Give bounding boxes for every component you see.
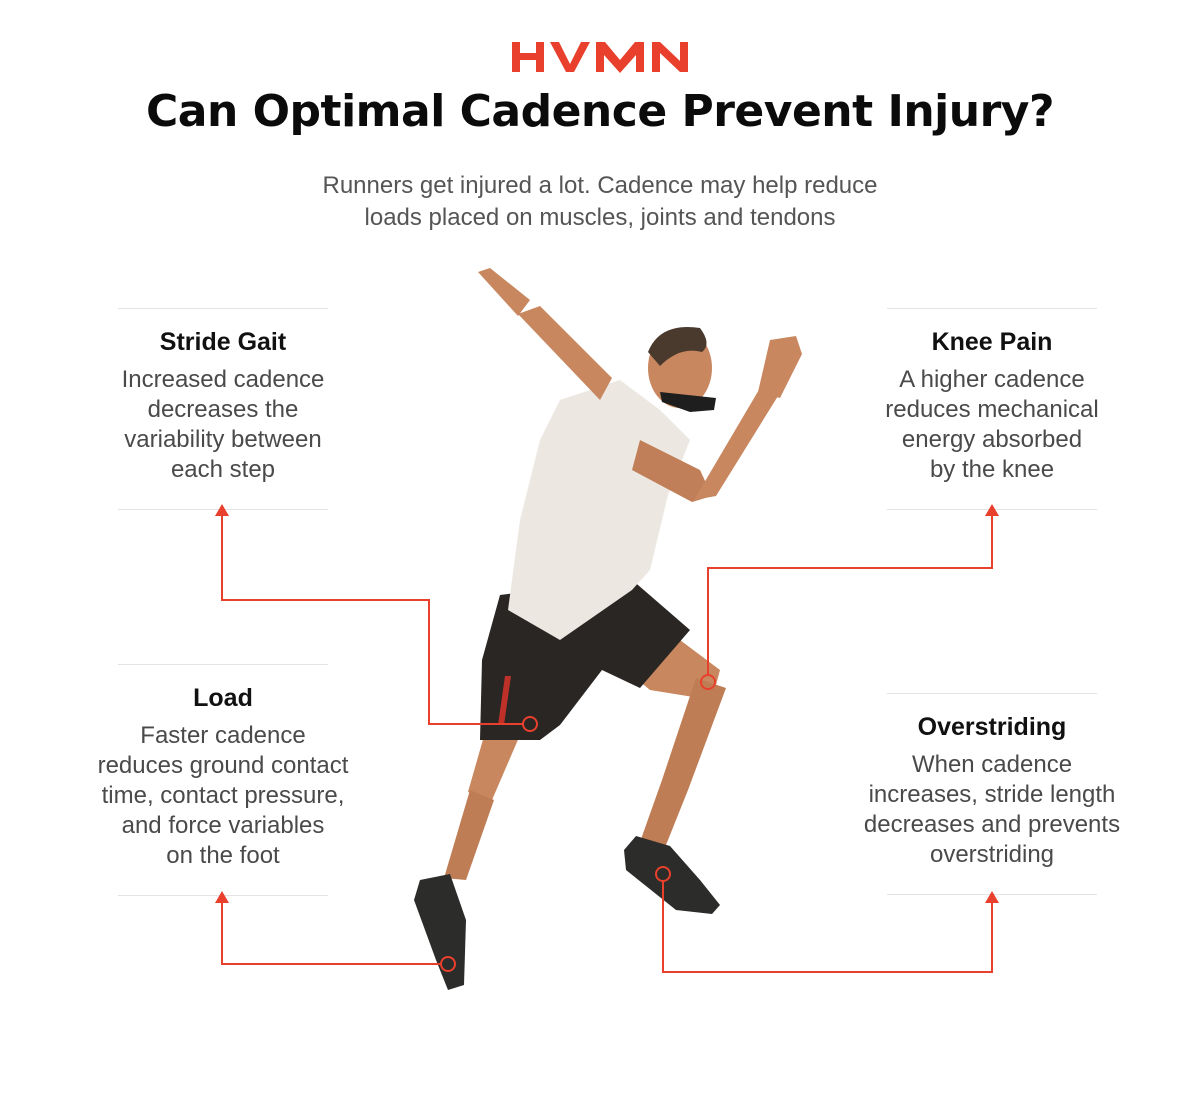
page-title: Can Optimal Cadence Prevent Injury? <box>146 86 1054 137</box>
callout-line: When cadence <box>911 751 1073 778</box>
callout-line: by the knee <box>929 456 1055 483</box>
callout-knee-pain: Knee Pain A higher cadence reduces mecha… <box>842 308 1142 510</box>
runner-front-upper-arm <box>632 440 712 502</box>
runner-figure <box>414 268 802 990</box>
runner-front-shin <box>640 678 726 850</box>
subtitle-line: loads placed on muscles, joints and tend… <box>364 204 836 231</box>
stride-gait-marker <box>522 716 538 732</box>
overstriding-connector <box>662 880 993 973</box>
callout-line: each step <box>170 456 276 483</box>
sunglasses-icon <box>660 392 716 412</box>
callout-line: overstriding <box>929 841 1055 868</box>
runner-back-thigh <box>468 722 520 800</box>
callout-heading: Load <box>193 684 253 712</box>
load-arrow <box>215 891 229 903</box>
callout-line: reduces mechanical <box>885 396 1099 423</box>
callout-line: variability between <box>124 426 322 453</box>
knee-pain-arrow <box>985 504 999 516</box>
divider <box>118 664 328 665</box>
subtitle: Runners get injured a lot. Cadence may h… <box>250 170 950 234</box>
callout-line: on the foot <box>166 842 280 869</box>
callout-heading: Overstriding <box>917 713 1067 741</box>
stride-gait-connector <box>221 512 524 725</box>
shorts-stripe <box>498 676 511 725</box>
callout-line: A higher cadence <box>899 366 1085 393</box>
callout-line: Increased cadence <box>121 366 325 393</box>
callout-line: Faster cadence <box>140 722 306 749</box>
callout-line: increases, stride length <box>868 781 1116 808</box>
callout-line: reduces ground contact <box>97 752 349 779</box>
hvmn-logo <box>512 42 688 73</box>
runner-hair <box>648 327 707 366</box>
callout-text: Faster cadence reduces ground contact ti… <box>73 721 373 871</box>
divider <box>887 693 1097 694</box>
overstriding-arrow <box>985 891 999 903</box>
runner-front-hand <box>758 336 802 398</box>
callout-text: Increased cadence decreases the variabil… <box>73 365 373 485</box>
callout-heading: Stride Gait <box>159 328 287 356</box>
callout-line: energy absorbed <box>901 426 1083 453</box>
runner-back-shoe <box>414 874 466 990</box>
callout-line: decreases and prevents <box>863 811 1121 838</box>
runner-back-shin <box>444 790 494 880</box>
callout-heading: Knee Pain <box>931 328 1053 356</box>
stride-gait-arrow <box>215 504 229 516</box>
subtitle-line: Runners get injured a lot. Cadence may h… <box>322 172 878 199</box>
runner-shirt <box>508 380 690 640</box>
callout-line: and force variables <box>121 812 325 839</box>
divider <box>118 308 328 309</box>
callout-line: time, contact pressure, <box>101 782 345 809</box>
overstriding-marker <box>655 866 671 882</box>
load-connector <box>221 900 442 965</box>
divider <box>887 308 1097 309</box>
runner-front-shoe <box>624 836 720 914</box>
runner-front-forearm <box>694 388 778 500</box>
load-marker <box>440 956 456 972</box>
callout-load: Load Faster cadence reduces ground conta… <box>73 664 373 896</box>
callout-overstriding: Overstriding When cadence increases, str… <box>842 693 1142 895</box>
runner-back-arm <box>518 306 612 400</box>
callout-text: When cadence increases, stride length de… <box>842 750 1142 870</box>
runner-back-hand <box>478 268 530 316</box>
callout-line: decreases the <box>147 396 299 423</box>
knee-pain-marker <box>700 674 716 690</box>
callout-stride-gait: Stride Gait Increased cadence decreases … <box>73 308 373 510</box>
callout-text: A higher cadence reduces mechanical ener… <box>842 365 1142 485</box>
knee-pain-connector <box>707 514 993 676</box>
